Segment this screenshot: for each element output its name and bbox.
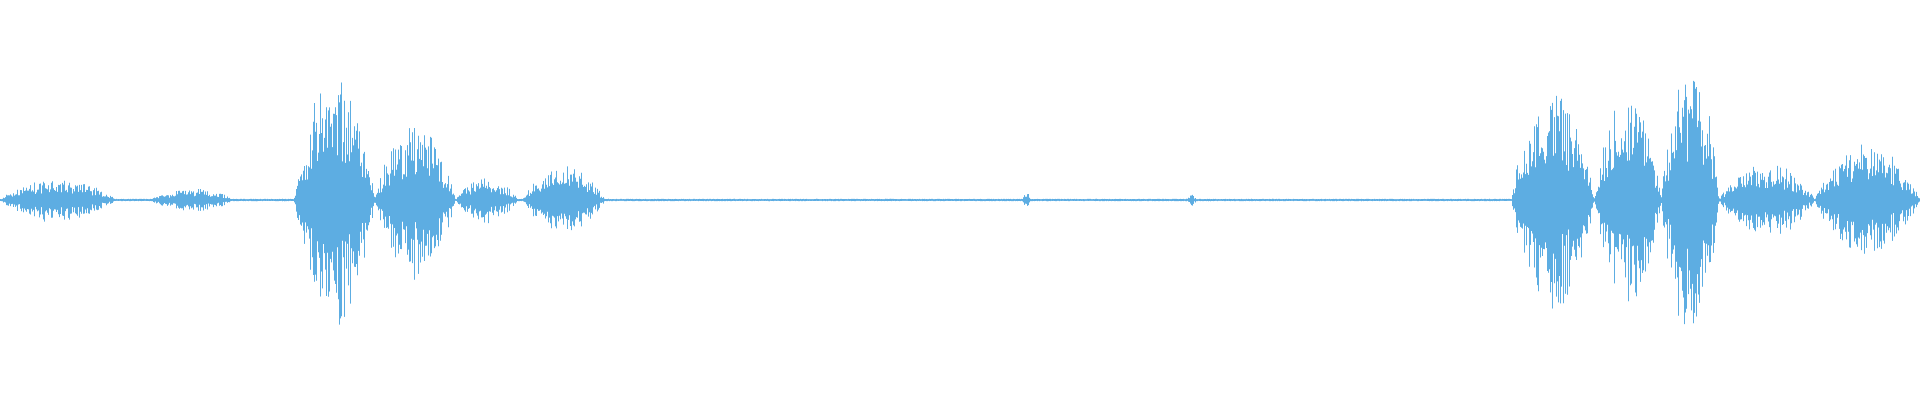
waveform-trace (0, 80, 1920, 325)
waveform-bars (0, 80, 1920, 325)
